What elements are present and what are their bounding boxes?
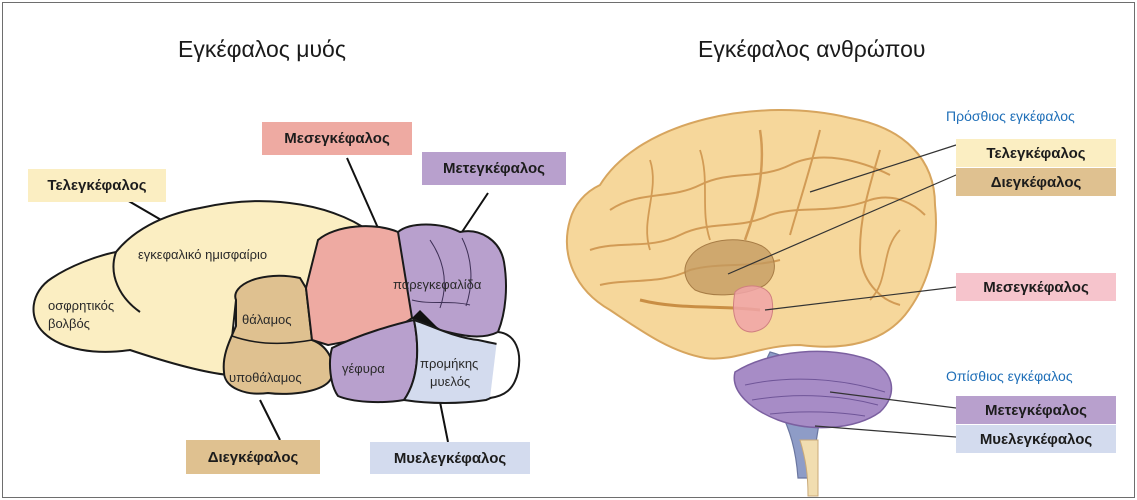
mouse-label-diencephalon: Διεγκέφαλος [186,440,320,474]
mouse-label-telencephalon: Τελεγκέφαλος [28,169,166,202]
mouse-part-olfactory-line2: βολβός [48,316,90,332]
mouse-part-thalamus: θάλαμος [242,312,292,328]
human-brain-title: Εγκέφαλος ανθρώπου [698,36,925,63]
mouse-part-medulla-line2: μυελός [430,374,470,390]
mouse-label-myelencephalon: Μυελεγκέφαλος [370,442,530,474]
mouse-label-metencephalon: Μετεγκέφαλος [422,152,566,185]
human-mesencephalon-shape [734,286,773,332]
mouse-part-cerebellum: παρεγκεφαλίδα [393,277,481,293]
human-label-myelencephalon: Μυελεγκέφαλος [956,425,1116,453]
mouse-label-mesencephalon: Μεσεγκέφαλος [262,122,412,155]
mouse-part-pons: γέφυρα [342,361,385,377]
human-label-diencephalon: Διεγκέφαλος [956,168,1116,196]
human-hindbrain-header: Οπίσθιος εγκέφαλος [946,368,1073,384]
human-forebrain-header: Πρόσθιος εγκέφαλος [946,108,1075,124]
mouse-part-medulla-line1: προμήκης [420,356,478,372]
human-label-mesencephalon: Μεσεγκέφαλος [956,273,1116,301]
mouse-part-hemisphere: εγκεφαλικό ημισφαίριο [138,247,267,263]
human-label-telencephalon: Τελεγκέφαλος [956,139,1116,167]
mouse-part-hypothalamus: υποθάλαμος [229,370,302,386]
human-cerebellum-shape [734,351,891,427]
mouse-brain-title: Εγκέφαλος μυός [178,36,346,63]
human-label-metencephalon: Μετεγκέφαλος [956,396,1116,424]
human-brain-diagram [567,110,956,496]
mouse-part-olfactory-line1: οσφρητικός [48,298,114,314]
